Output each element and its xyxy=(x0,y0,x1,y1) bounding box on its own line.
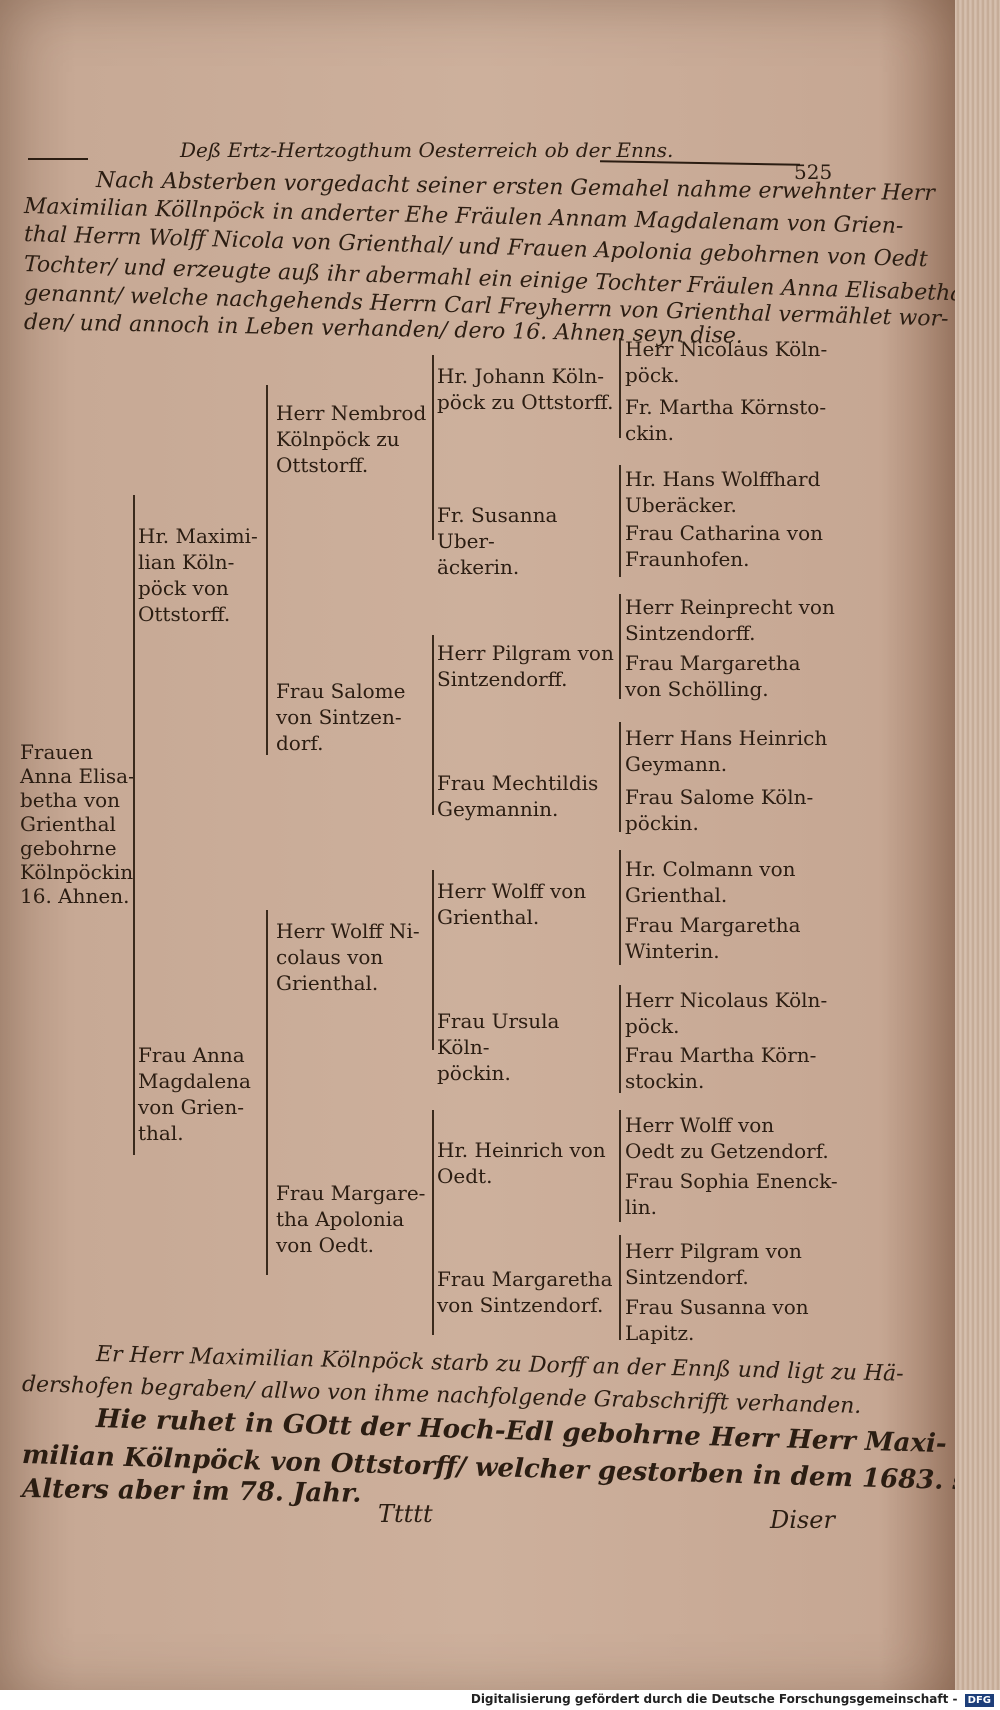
header-rule-left xyxy=(28,158,88,160)
tree-gen4: Herr Hans Heinrich Geymann. xyxy=(625,726,828,776)
tree-gen3: Fr. Susanna Uber- äckerin. xyxy=(437,503,558,579)
tree-root: Frauen Anna Elisa- betha von Grienthal g… xyxy=(20,740,135,908)
gen4-bracket-8 xyxy=(619,1235,621,1340)
tree-gen4: Herr Wolff von Oedt zu Getzendorf. xyxy=(625,1113,829,1163)
gen2-bracket-upper xyxy=(266,385,268,755)
gen4-bracket-3 xyxy=(619,594,621,699)
gen4-bracket-6 xyxy=(619,985,621,1093)
footer-credit: Digitalisierung gefördert durch die Deut… xyxy=(470,1692,958,1706)
gen3-bracket-2 xyxy=(432,635,434,815)
tree-gen3: Frau Ursula Köln- pöckin. xyxy=(437,1009,560,1085)
page-edge-stack xyxy=(955,0,1000,1700)
gen4-bracket-2 xyxy=(619,465,621,577)
gen1-bracket xyxy=(133,495,135,1155)
gen3-bracket-3 xyxy=(432,870,434,1050)
tree-gen4: Herr Reinprecht von Sintzendorff. xyxy=(625,595,835,645)
tree-gen4: Herr Nicolaus Köln- pöck. xyxy=(625,988,828,1038)
tree-gen3: Frau Margaretha von Sintzendorf. xyxy=(437,1267,613,1317)
tree-gen2: Herr Nembrod Kölnpöck zu Ottstorff. xyxy=(276,401,427,477)
tree-gen2: Frau Margare- tha Apolonia von Oedt. xyxy=(276,1181,426,1257)
tree-gen3: Herr Pilgram von Sintzendorff. xyxy=(437,641,614,691)
tree-gen4: Frau Martha Körn- stockin. xyxy=(625,1043,817,1093)
gen3-bracket-4 xyxy=(432,1110,434,1335)
tree-gen4: Hr. Hans Wolffhard Uberäcker. xyxy=(625,467,821,517)
tree-gen4: Fr. Martha Körnsto- ckin. xyxy=(625,395,827,445)
tree-gen3: Hr. Johann Köln- pöck zu Ottstorff. xyxy=(437,364,614,414)
tree-gen4: Frau Salome Köln- pöckin. xyxy=(625,785,814,835)
signature-mark: Ttttt xyxy=(378,1500,433,1528)
tree-gen4: Frau Susanna von Lapitz. xyxy=(625,1295,809,1345)
page-number: 525 xyxy=(794,160,833,184)
tree-gen3: Herr Wolff von Grienthal. xyxy=(437,879,587,929)
catchword: Diser xyxy=(770,1506,835,1534)
tree-gen4: Frau Margaretha von Schölling. xyxy=(625,651,801,701)
tree-gen4: Herr Pilgram von Sintzendorf. xyxy=(625,1239,802,1289)
tree-gen2: Herr Wolff Ni- colaus von Grienthal. xyxy=(276,919,420,995)
tree-gen4: Herr Nicolaus Köln- pöck. xyxy=(625,337,828,387)
gen4-bracket-5 xyxy=(619,850,621,965)
tree-gen3: Hr. Heinrich von Oedt. xyxy=(437,1138,606,1188)
tree-gen2: Frau Salome von Sintzen- dorf. xyxy=(276,679,406,755)
tree-gen4: Hr. Colmann von Grienthal. xyxy=(625,857,796,907)
tree-gen1-mother: Frau Anna Magdalena von Grien- thal. xyxy=(138,1043,251,1145)
tree-gen3: Frau Mechtildis Geymannin. xyxy=(437,771,599,821)
gen4-bracket-7 xyxy=(619,1110,621,1222)
gen4-bracket-4 xyxy=(619,722,621,832)
tree-gen1-father: Hr. Maximi- lian Köln- pöck von Ottstorf… xyxy=(138,524,258,626)
epitaph-line: Alters aber im 78. Jahr. xyxy=(21,1474,362,1509)
tree-gen4: Frau Catharina von Fraunhofen. xyxy=(625,521,824,571)
gen2-bracket-lower xyxy=(266,910,268,1275)
gen3-bracket-1 xyxy=(432,355,434,540)
tree-gen4: Frau Margaretha Winterin. xyxy=(625,913,801,963)
digitization-footer: Digitalisierung gefördert durch die Deut… xyxy=(0,1690,1000,1710)
book-page: Deß Ertz-Hertzogthum Oesterreich ob der … xyxy=(0,0,955,1700)
tree-gen4: Frau Sophia Enenck- lin. xyxy=(625,1169,838,1219)
running-title: Deß Ertz-Hertzogthum Oesterreich ob der … xyxy=(180,138,674,162)
dfg-logo: DFG xyxy=(964,1694,994,1707)
gen4-bracket-1 xyxy=(619,338,621,438)
